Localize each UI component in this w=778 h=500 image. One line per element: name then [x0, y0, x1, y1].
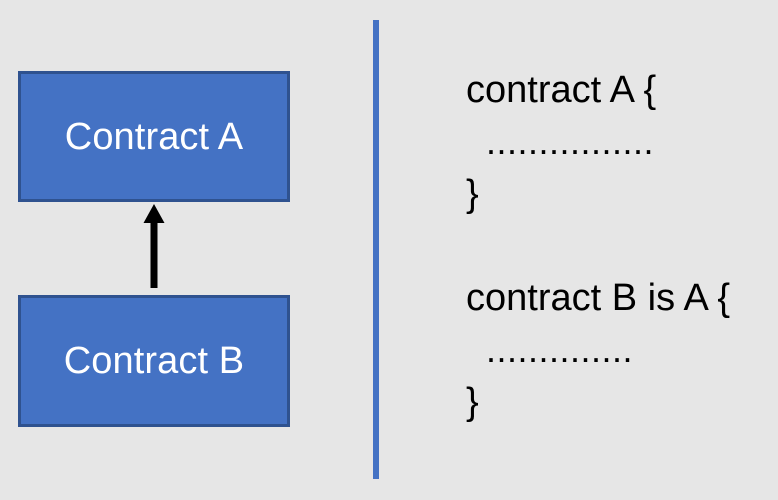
- contract-a-label: Contract A: [64, 115, 244, 158]
- code-pane: contract A { ................ } contract…: [466, 64, 766, 428]
- inheritance-arrow-icon: [143, 204, 165, 288]
- contract-a-code-block: contract A { ................ }: [466, 64, 766, 220]
- inheritance-arrow: [134, 200, 174, 292]
- code-line-contract-a-body: ................: [486, 121, 655, 162]
- contract-a-box[interactable]: Contract A: [18, 71, 290, 202]
- code-line-contract-a-open: contract A {: [466, 69, 657, 111]
- contract-b-label: Contract B: [63, 340, 245, 382]
- contract-b-box[interactable]: Contract B: [18, 295, 290, 427]
- code-line-contract-b-body: ..............: [486, 329, 634, 370]
- code-line-contract-b-close: }: [466, 381, 479, 423]
- vertical-divider: [373, 20, 379, 479]
- contract-b-code-block: contract B is A { .............. }: [466, 272, 766, 428]
- code-line-contract-b-open: contract B is A {: [466, 277, 731, 319]
- code-line-contract-a-close: }: [466, 173, 479, 215]
